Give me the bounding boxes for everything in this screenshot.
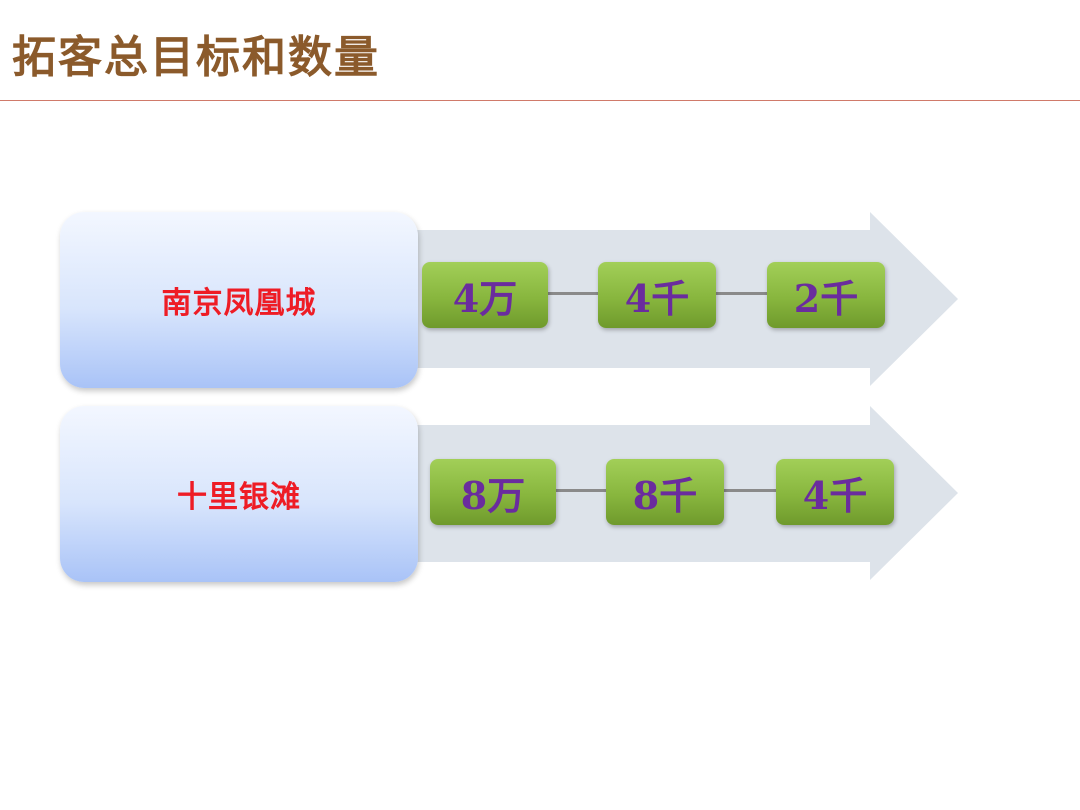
connector-line bbox=[544, 292, 604, 295]
value-stage-3: 4千 bbox=[802, 472, 868, 518]
value-stage-2: 8千 bbox=[632, 472, 698, 518]
project-box: 南京凤凰城 bbox=[60, 212, 418, 388]
value-stage-2: 4千 bbox=[624, 275, 690, 321]
connector-line bbox=[714, 292, 774, 295]
project-name: 十里银滩 bbox=[177, 480, 301, 515]
project-box: 十里银滩 bbox=[60, 406, 418, 582]
value-box-stage-2: 8千 bbox=[606, 459, 724, 525]
value-total: 4万 bbox=[452, 275, 518, 321]
title-divider bbox=[0, 100, 1080, 101]
project-name: 南京凤凰城 bbox=[161, 286, 317, 321]
value-box-total: 4万 bbox=[422, 262, 548, 328]
value-box-stage-3: 2千 bbox=[767, 262, 885, 328]
value-total: 8万 bbox=[460, 472, 526, 518]
value-box-total: 8万 bbox=[430, 459, 556, 525]
connector-line bbox=[722, 489, 782, 492]
value-stage-3: 2千 bbox=[793, 275, 859, 321]
value-box-stage-3: 4千 bbox=[776, 459, 894, 525]
page-title: 拓客总目标和数量 bbox=[12, 32, 380, 83]
value-box-stage-2: 4千 bbox=[598, 262, 716, 328]
connector-line bbox=[552, 489, 612, 492]
